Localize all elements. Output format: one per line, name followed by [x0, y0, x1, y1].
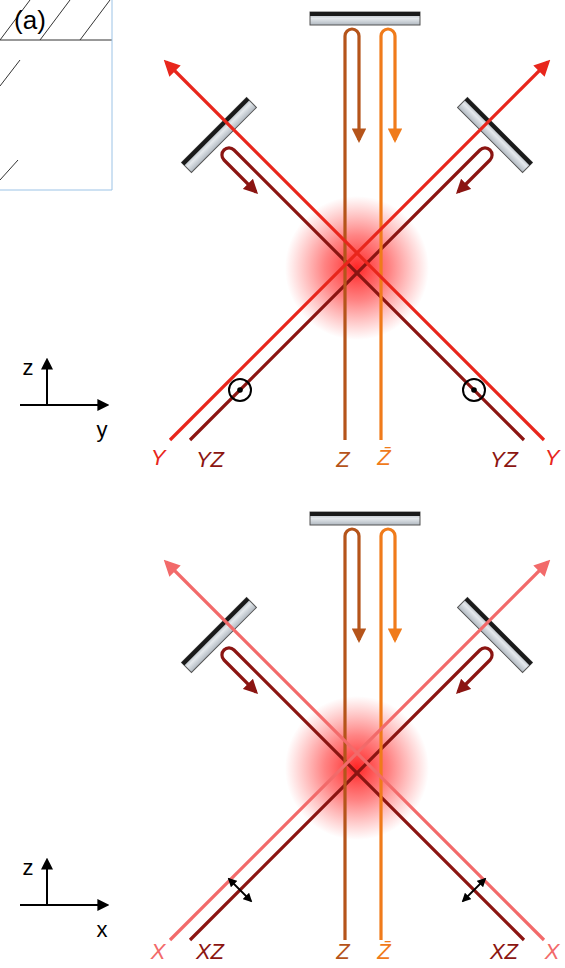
beam-label: Y	[545, 446, 560, 470]
beam-label: Y	[151, 446, 166, 470]
beam-label: XZ	[490, 940, 518, 964]
beam-label: X	[151, 940, 166, 964]
beam-label: YZ	[490, 448, 518, 472]
beam-label: Z	[336, 940, 349, 964]
axis-label: y	[97, 418, 108, 442]
beam-label: XZ	[196, 940, 224, 964]
panel-label: (a)	[14, 6, 46, 35]
beam-label: Z	[336, 448, 349, 472]
beam-label: X	[545, 940, 560, 964]
beam-label: YZ	[196, 448, 224, 472]
axis-label: z	[23, 856, 34, 880]
axis-label: z	[23, 356, 34, 380]
beam-label: Z̄	[377, 446, 390, 470]
axis-label: x	[97, 918, 108, 942]
beam-label: Z̄	[377, 940, 390, 964]
